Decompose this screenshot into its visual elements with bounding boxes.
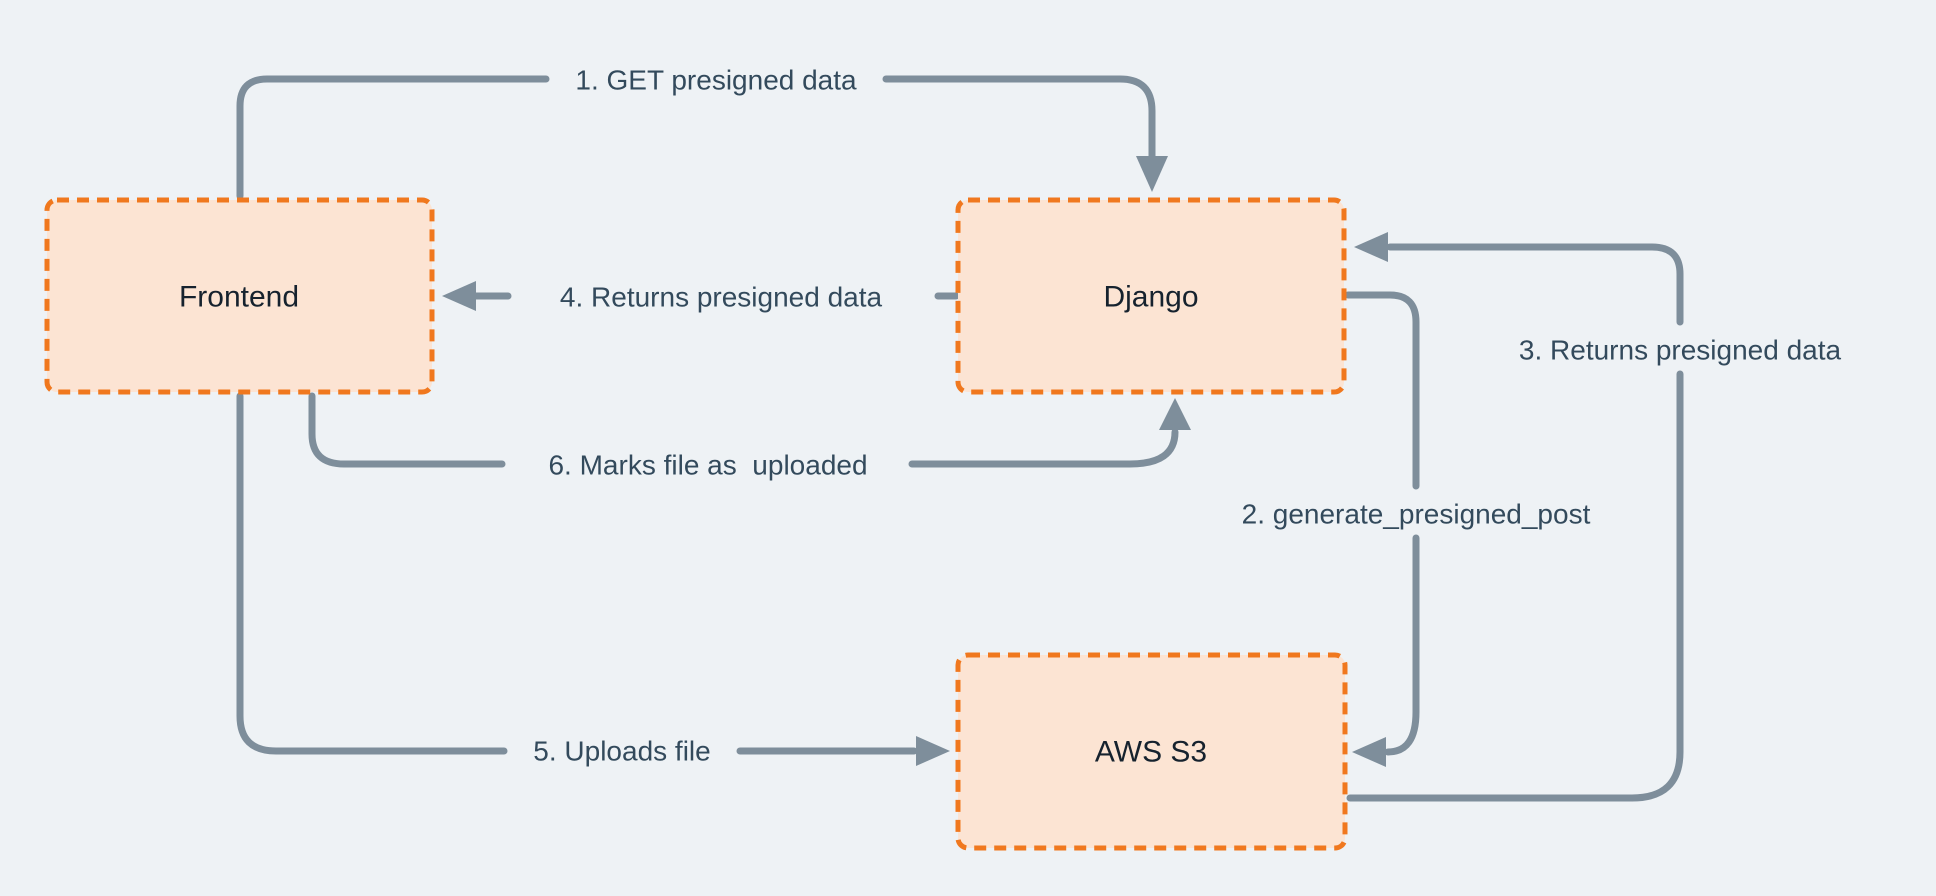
edge-6-segment-end: [908, 428, 1179, 468]
edge-1-arrowhead-down: [1136, 156, 1168, 192]
edge-4-arrowhead-left: [442, 281, 476, 311]
edge-3-label: 3. Returns presigned data: [1519, 335, 1842, 366]
node-aws-s3: AWS S3: [955, 652, 1348, 851]
node-aws-s3-label: AWS S3: [1095, 736, 1207, 769]
edge-3-segment-start: [1346, 370, 1684, 802]
node-frontend-label: Frontend: [179, 281, 299, 314]
edge-frontend-to-s3-uploads: 5. Uploads file: [236, 392, 950, 767]
edge-3-segment-end: [1386, 243, 1684, 326]
edge-1-segment-end: [882, 75, 1156, 162]
edge-4-label: 4. Returns presigned data: [560, 282, 883, 313]
edge-django-to-frontend-returns: 4. Returns presigned data: [442, 281, 960, 313]
edge-2-arrowhead-left: [1352, 737, 1386, 767]
edge-3-arrowhead-left: [1354, 232, 1388, 262]
edge-frontend-to-django-get: 1. GET presigned data: [236, 65, 1168, 200]
edge-1-segment-start: [236, 75, 550, 200]
node-django-label: Django: [1103, 281, 1198, 314]
edge-5-label: 5. Uploads file: [533, 736, 710, 767]
edge-django-to-s3-generate: 2. generate_presigned_post: [1242, 291, 1591, 767]
edge-5-segment-start: [236, 392, 508, 755]
node-django-box: [955, 197, 1347, 395]
edge-1-label: 1. GET presigned data: [575, 65, 857, 96]
node-aws-s3-box: [955, 652, 1348, 851]
edge-2-segment-start: [1344, 291, 1420, 490]
edge-6-arrowhead-up: [1159, 398, 1191, 430]
edge-6-segment-start: [308, 392, 506, 468]
edge-2-segment-end: [1384, 534, 1420, 756]
edge-frontend-to-django-marks: 6. Marks file as uploaded: [308, 392, 1191, 481]
edge-s3-to-django-returns: 3. Returns presigned data: [1346, 232, 1842, 802]
node-django: Django: [955, 197, 1347, 395]
node-frontend: Frontend: [44, 197, 435, 395]
edge-5-arrowhead-right: [916, 736, 950, 766]
edge-2-label: 2. generate_presigned_post: [1242, 499, 1591, 530]
edge-6-label: 6. Marks file as uploaded: [548, 450, 867, 481]
node-frontend-box: [44, 197, 435, 395]
